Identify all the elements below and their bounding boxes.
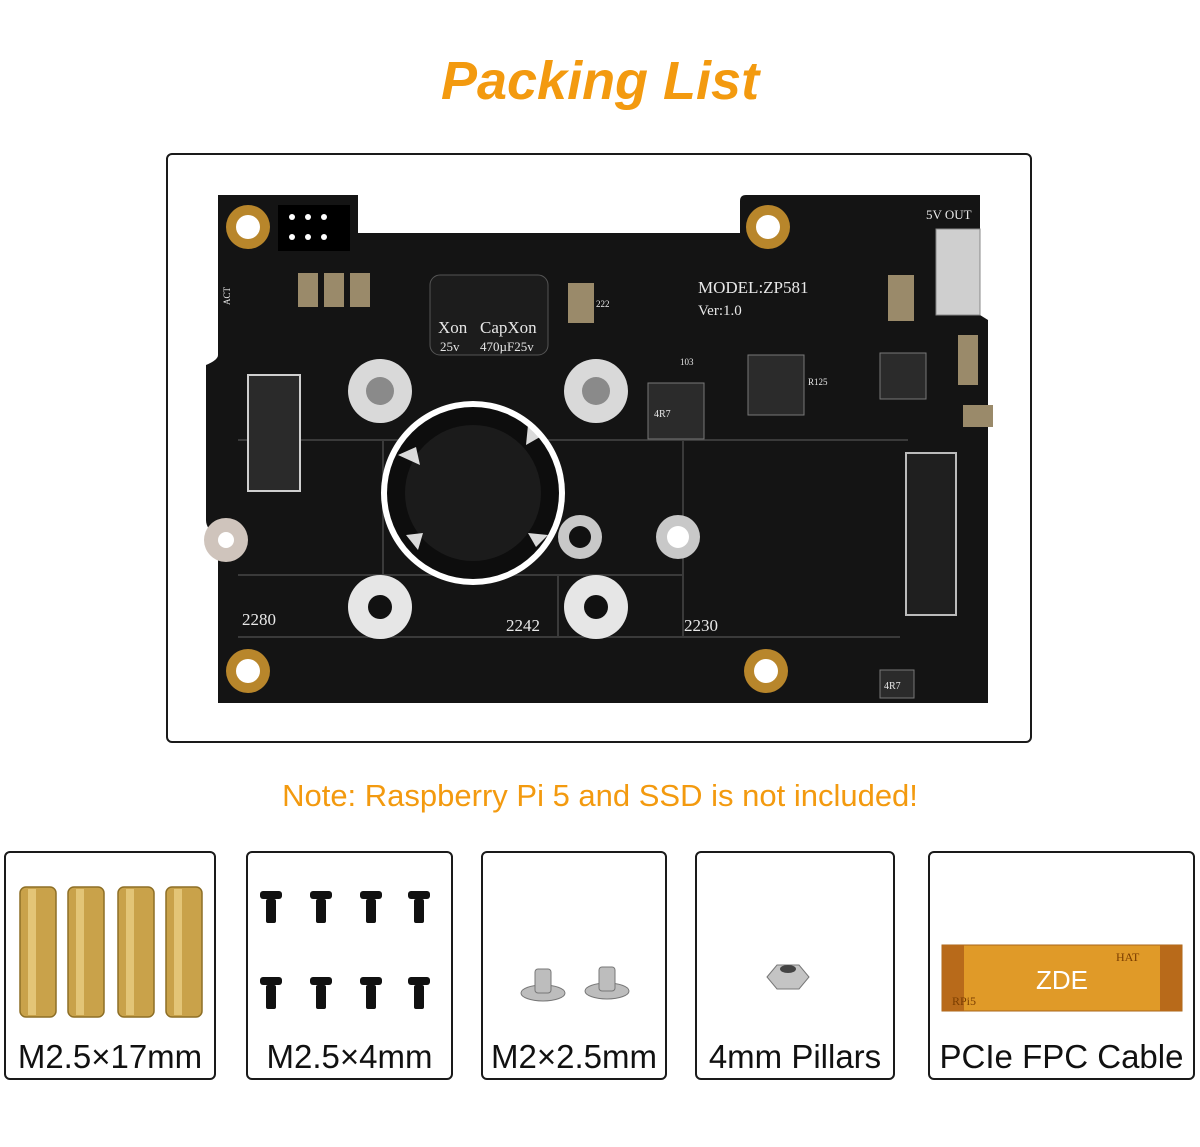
svg-text:103: 103: [680, 357, 694, 367]
item-black-screws: M2.5×4mm: [246, 851, 453, 1080]
svg-text:5V OUT: 5V OUT: [926, 207, 972, 222]
item-label: PCIe FPC Cable: [939, 1038, 1184, 1075]
svg-text:25v: 25v: [440, 339, 460, 354]
pcb-board-image: Xon CapXon 25v 470µF25v MODE: [204, 195, 993, 703]
gold-mount-holes: [226, 205, 790, 693]
svg-text:HAT: HAT: [1116, 950, 1140, 964]
cooling-fan: [381, 401, 565, 585]
pillar-nut-icon: [766, 964, 810, 990]
usb-c-port: [935, 228, 981, 316]
svg-text:Ver:1.0: Ver:1.0: [698, 303, 742, 319]
note-text: Note: Raspberry Pi 5 and SSD is not incl…: [282, 778, 918, 813]
svg-text:4R7: 4R7: [654, 409, 671, 420]
board-photo-frame: Xon CapXon 25v 470µF25v MODE: [166, 153, 1032, 743]
svg-text:CapXon: CapXon: [480, 318, 537, 337]
standoff-nuts: [204, 359, 700, 639]
page-title: Packing List: [440, 51, 760, 111]
m2-slot: [905, 452, 957, 616]
item-label: 4mm Pillars: [708, 1038, 882, 1075]
svg-text:R125: R125: [808, 377, 828, 387]
item-label: M2.5×4mm: [266, 1038, 433, 1075]
svg-text:RPi5: RPi5: [952, 994, 976, 1008]
fpc-cable-icon: ZDE HAT RPi5: [941, 944, 1183, 1012]
item-label: M2.5×17mm: [17, 1038, 203, 1075]
item-fpc-cable: ZDE HAT RPi5 PCIe FPC Cable: [928, 851, 1195, 1080]
svg-text:ZDE: ZDE: [1036, 965, 1088, 995]
pin-header: [278, 205, 350, 251]
svg-text:ACT: ACT: [222, 286, 232, 305]
item-silver-screws: M2×2.5mm: [481, 851, 667, 1080]
svg-text:2280: 2280: [242, 610, 276, 629]
svg-text:470µF25v: 470µF25v: [480, 339, 534, 354]
svg-text:2230: 2230: [684, 616, 718, 635]
black-screw-icon: [260, 891, 430, 1009]
item-label: M2×2.5mm: [491, 1038, 657, 1075]
svg-text:2242: 2242: [506, 616, 540, 635]
electrolytic-capacitor: Xon CapXon 25v 470µF25v: [429, 274, 549, 356]
brass-standoff-icon: [19, 886, 203, 1018]
silver-screw-icon: [520, 966, 630, 1002]
fpc-connector: [247, 374, 301, 492]
item-pillars: 4mm Pillars: [695, 851, 895, 1080]
svg-text:4R7: 4R7: [884, 681, 901, 692]
svg-text:Xon: Xon: [438, 318, 468, 337]
svg-text:222: 222: [596, 299, 610, 309]
item-brass-standoffs: M2.5×17mm: [4, 851, 216, 1080]
svg-text:MODEL:ZP581: MODEL:ZP581: [698, 278, 809, 297]
